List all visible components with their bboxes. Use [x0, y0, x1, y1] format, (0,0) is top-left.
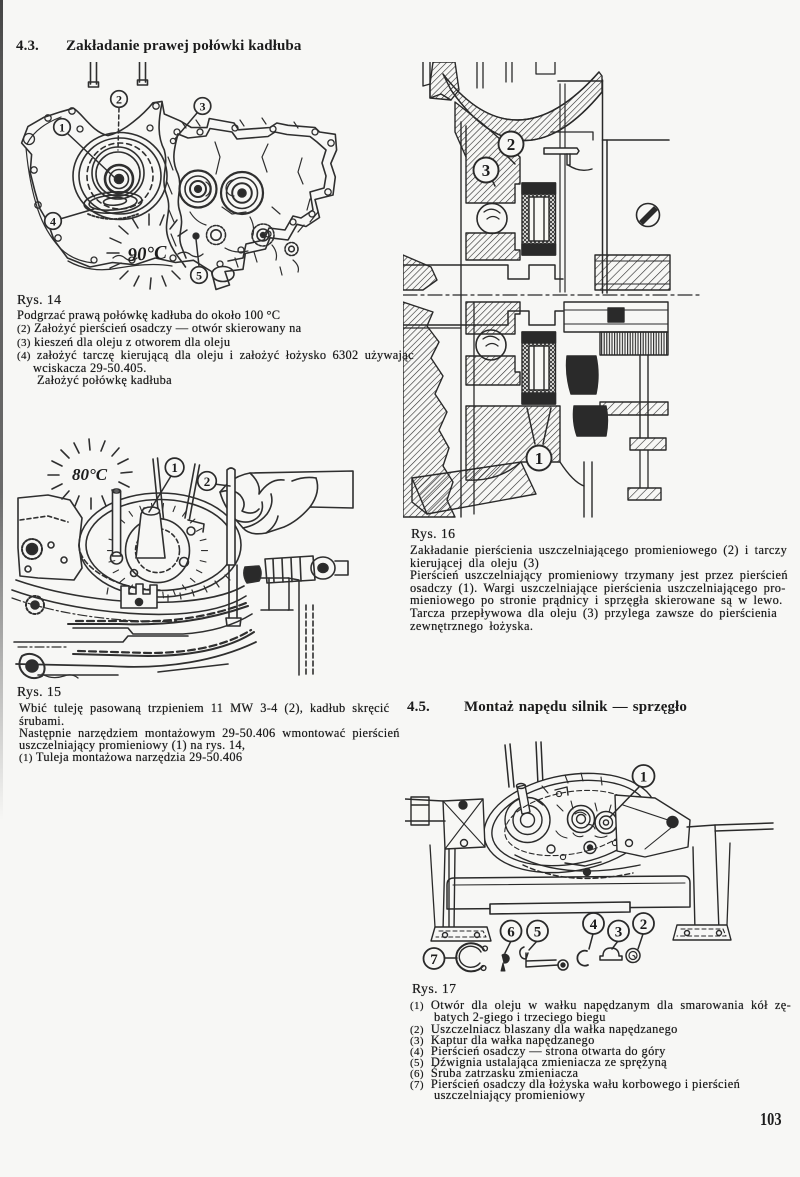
- svg-text:4: 4: [50, 215, 56, 229]
- svg-text:2: 2: [640, 917, 648, 933]
- svg-text:4: 4: [590, 917, 598, 933]
- svg-text:2: 2: [116, 93, 122, 107]
- svg-text:6: 6: [507, 925, 515, 941]
- svg-text:2: 2: [507, 135, 516, 154]
- svg-text:3: 3: [482, 161, 491, 180]
- svg-text:1: 1: [535, 449, 544, 468]
- svg-text:1: 1: [59, 121, 65, 135]
- svg-text:5: 5: [534, 925, 542, 941]
- svg-text:2: 2: [204, 474, 211, 489]
- svg-text:3: 3: [615, 925, 623, 941]
- svg-text:3: 3: [200, 100, 206, 114]
- svg-text:5: 5: [196, 269, 202, 283]
- svg-text:90°C: 90°C: [127, 242, 168, 266]
- svg-text:1: 1: [640, 770, 648, 786]
- svg-text:80°C: 80°C: [72, 465, 108, 484]
- svg-text:1: 1: [171, 460, 178, 475]
- svg-text:7: 7: [430, 952, 438, 968]
